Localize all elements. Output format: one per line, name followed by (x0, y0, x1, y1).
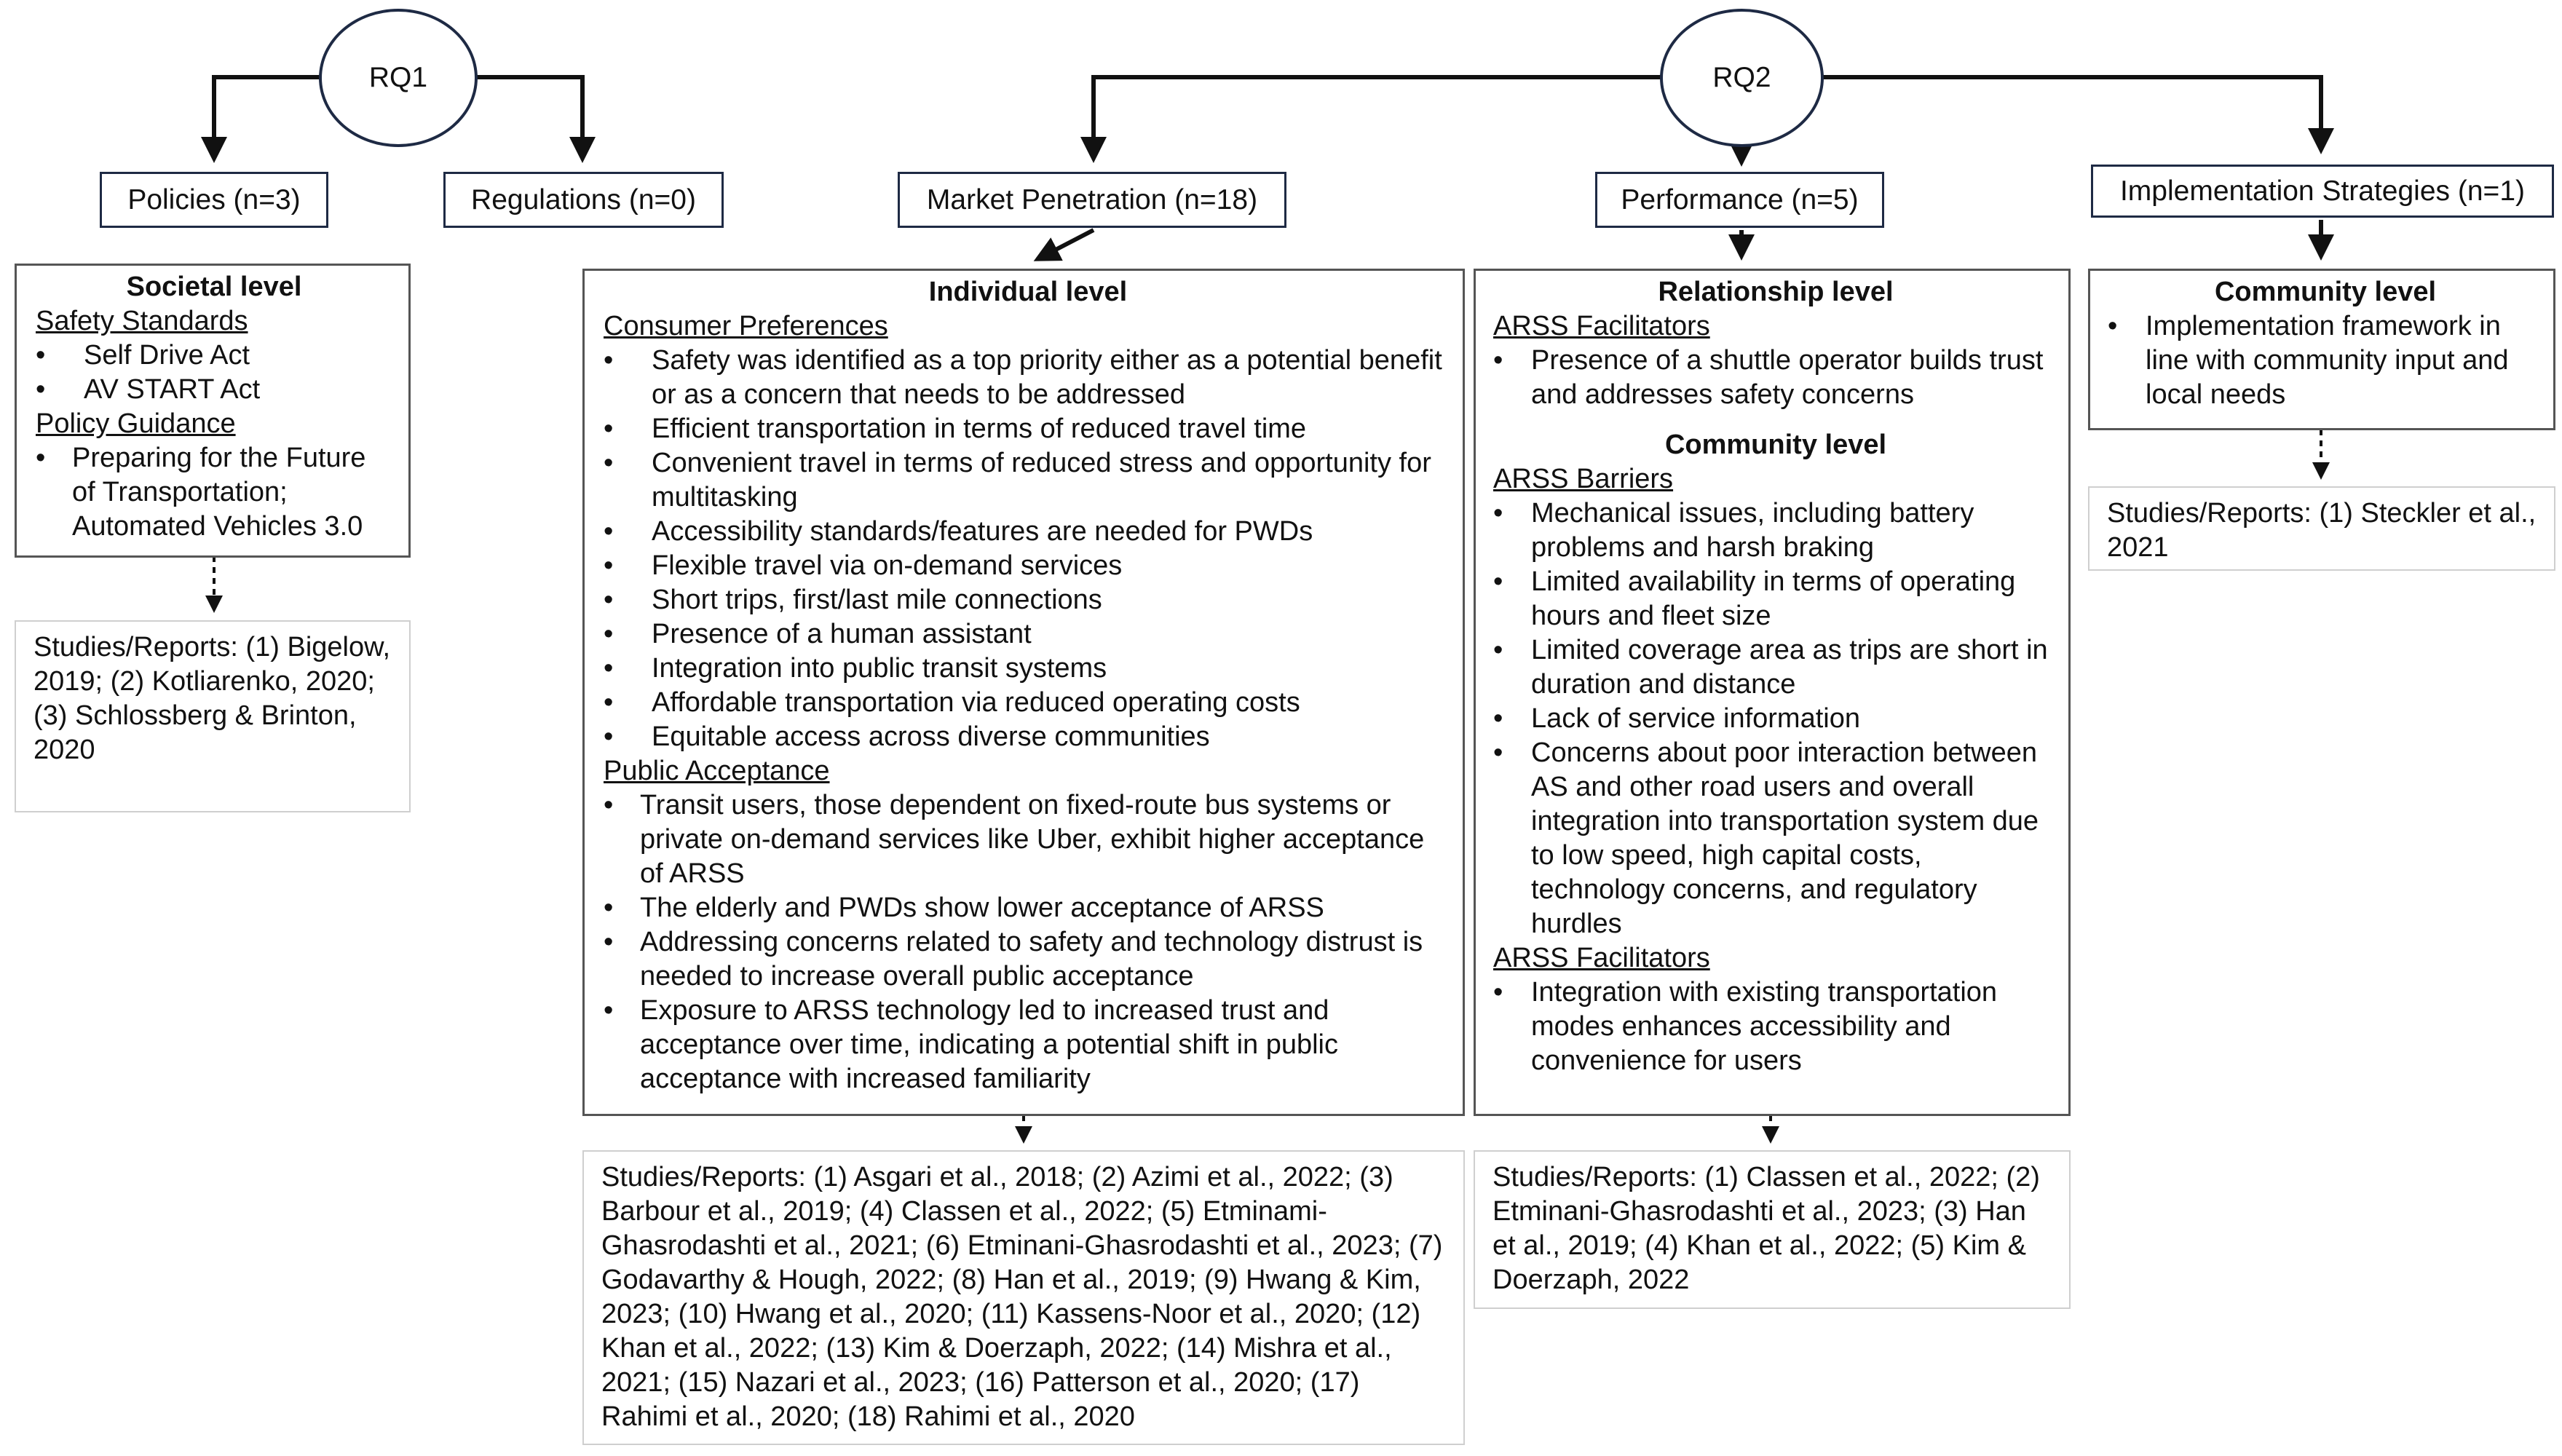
list-item: Integration into public transit systems (604, 652, 1452, 686)
relationship-level-box: Relationship level ARSS Facilitators Pre… (1474, 269, 2071, 1116)
safety-standards-list: Self Drive Act AV START Act (36, 339, 392, 407)
list-item: Limited availability in terms of operati… (1493, 565, 2058, 633)
implementation-strategies-box: Implementation Strategies (n=1) (2091, 165, 2554, 218)
arss-facilitators-heading-2: ARSS Facilitators (1493, 943, 1710, 973)
relationship-facilitators-list: Presence of a shuttle operator builds tr… (1493, 344, 2058, 412)
policies-box: Policies (n=3) (100, 172, 328, 228)
consumer-preferences-list: Safety was identified as a top priority … (604, 344, 1452, 754)
list-item: The elderly and PWDs show lower acceptan… (604, 891, 1452, 925)
arss-barriers-list: Mechanical issues, including battery pro… (1493, 496, 2058, 941)
rq1-label: RQ1 (368, 62, 428, 93)
implementation-studies-text: Studies/Reports: (1) Steckler et al., 20… (2107, 498, 2537, 563)
rq2-label: RQ2 (1712, 62, 1771, 93)
performance-studies-text: Studies/Reports: (1) Classen et al., 202… (1492, 1162, 2040, 1295)
list-item: Limited coverage area as trips are short… (1493, 633, 2058, 702)
relationship-level-title: Relationship level (1658, 277, 1894, 307)
list-item: Concerns about poor interaction between … (1493, 736, 2058, 941)
list-item: Implementation framework in line with co… (2108, 309, 2543, 412)
consumer-preferences-heading: Consumer Preferences (604, 311, 888, 341)
list-item: Accessibility standards/features are nee… (604, 515, 1452, 549)
edge-rq1-policies (201, 75, 321, 163)
community-level-title: Community level (2214, 277, 2437, 307)
market-penetration-box: Market Penetration (n=18) (898, 172, 1286, 228)
list-item: Self Drive Act (36, 339, 392, 373)
list-item: Efficient transportation in terms of red… (604, 412, 1452, 446)
rq2-node: RQ2 (1660, 9, 1824, 147)
market-penetration-label: Market Penetration (n=18) (926, 183, 1258, 215)
list-item: Exposure to ARSS technology led to incre… (604, 994, 1452, 1096)
performance-box: Performance (n=5) (1595, 172, 1884, 228)
individual-level-box: Individual level Consumer Preferences Sa… (582, 269, 1465, 1116)
list-item: Mechanical issues, including battery pro… (1493, 496, 2058, 565)
arss-barriers-heading: ARSS Barriers (1493, 464, 1674, 494)
regulations-label: Regulations (n=0) (471, 183, 696, 215)
edge-rq2-market (1080, 75, 1662, 163)
list-item: Transit users, those dependent on fixed-… (604, 788, 1452, 891)
policy-guidance-heading: Policy Guidance (36, 408, 236, 439)
individual-level-title: Individual level (928, 277, 1128, 307)
list-item: AV START Act (36, 373, 392, 407)
list-item: Addressing concerns related to safety an… (604, 925, 1452, 994)
community-level-box: Community level Implementation framework… (2088, 269, 2555, 430)
performance-label: Performance (n=5) (1621, 183, 1859, 215)
list-item: Preparing for the Future of Transportati… (36, 441, 392, 544)
arss-facilitators-heading: ARSS Facilitators (1493, 311, 1710, 341)
list-item: Flexible travel via on-demand services (604, 549, 1452, 583)
list-item: Integration with existing transportation… (1493, 976, 2058, 1078)
edge-rq2-implementation (1821, 75, 2334, 154)
societal-studies-box: Studies/Reports: (1) Bigelow, 2019; (2) … (15, 620, 411, 812)
list-item: Lack of service information (1493, 702, 2058, 736)
list-item: Convenient travel in terms of reduced st… (604, 446, 1452, 515)
implementation-strategies-label: Implementation Strategies (n=1) (2119, 175, 2526, 207)
performance-studies-box: Studies/Reports: (1) Classen et al., 202… (1474, 1150, 2071, 1309)
edge-rq1-regulations (475, 75, 596, 163)
regulations-box: Regulations (n=0) (443, 172, 724, 228)
community-facilitators-list: Integration with existing transportation… (1493, 976, 2058, 1078)
list-item: Short trips, first/last mile connections (604, 583, 1452, 617)
edge-market-individual (1033, 228, 1095, 261)
list-item: Presence of a human assistant (604, 617, 1452, 652)
individual-studies-box: Studies/Reports: (1) Asgari et al., 2018… (582, 1150, 1465, 1445)
policies-label: Policies (n=3) (127, 183, 301, 215)
public-acceptance-heading: Public Acceptance (604, 756, 830, 786)
community-list: Implementation framework in line with co… (2108, 309, 2543, 412)
list-item: Safety was identified as a top priority … (604, 344, 1452, 412)
rq1-node: RQ1 (319, 9, 478, 147)
public-acceptance-list: Transit users, those dependent on fixed-… (604, 788, 1452, 1096)
list-item: Equitable access across diverse communit… (604, 720, 1452, 754)
implementation-studies-box: Studies/Reports: (1) Steckler et al., 20… (2088, 486, 2555, 571)
individual-studies-text: Studies/Reports: (1) Asgari et al., 2018… (601, 1162, 1443, 1432)
safety-standards-heading: Safety Standards (36, 306, 248, 336)
list-item: Presence of a shuttle operator builds tr… (1493, 344, 2058, 412)
societal-level-title: Societal level (126, 272, 302, 302)
societal-level-box: Societal level Safety Standards Self Dri… (15, 264, 411, 558)
list-item: Affordable transportation via reduced op… (604, 686, 1452, 720)
community-level-title-performance: Community level (1664, 430, 1887, 460)
societal-studies-text: Studies/Reports: (1) Bigelow, 2019; (2) … (33, 632, 391, 765)
policy-guidance-list: Preparing for the Future of Transportati… (36, 441, 392, 544)
